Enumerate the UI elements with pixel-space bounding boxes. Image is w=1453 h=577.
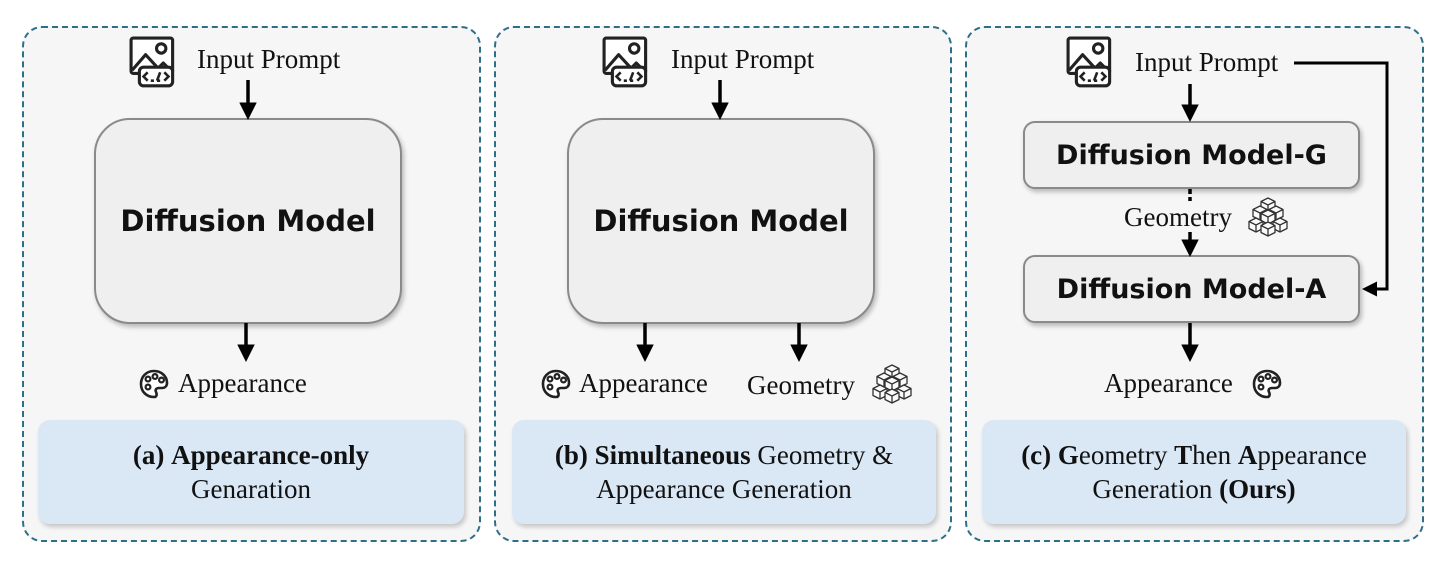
diffusion-model-g-box: Diffusion Model-G xyxy=(1023,121,1360,189)
arrow-prompt-to-model-a-bypass xyxy=(1294,61,1389,297)
appearance-label: Appearance xyxy=(178,368,307,398)
caption-c-t: T xyxy=(1174,440,1193,470)
caption-c-prefix: (c) xyxy=(1021,440,1052,470)
caption-c: (c) Geometry Then Appearance Generation … xyxy=(982,420,1406,524)
caption-c-generation: Generation xyxy=(1092,474,1213,504)
caption-a-prefix: (a) xyxy=(132,440,165,470)
diffusion-model-a-box: Diffusion Model-A xyxy=(1023,255,1360,323)
caption-a: (a) Appearance-only Genaration xyxy=(38,420,464,524)
input-prompt-label: Input Prompt xyxy=(671,44,815,74)
caption-a-line2: Genaration xyxy=(191,474,311,504)
input-prompt-label: Input Prompt xyxy=(197,44,341,74)
geometry-label: Geometry xyxy=(747,370,855,400)
diffusion-model-box: Diffusion Model xyxy=(94,118,402,324)
caption-b-line2: Appearance Generation xyxy=(596,474,852,504)
caption-a-line1: (a) Appearance-only xyxy=(133,438,369,472)
caption-c-a: A xyxy=(1237,440,1258,470)
caption-b-rest: Geometry & xyxy=(757,440,894,470)
caption-b-bold: Simultaneous xyxy=(594,440,751,470)
diffusion-model-box: Diffusion Model xyxy=(567,118,875,324)
appearance-label: Appearance xyxy=(1104,368,1233,398)
caption-b-prefix: (b) xyxy=(554,440,588,470)
caption-c-hen: hen xyxy=(1192,440,1232,470)
caption-c-g: G xyxy=(1057,440,1079,470)
caption-c-ppearance: ppearance xyxy=(1257,440,1367,470)
diffusion-model-a-label: Diffusion Model-A xyxy=(1056,273,1327,305)
caption-c-line2: Generation (Ours) xyxy=(1092,472,1295,506)
diffusion-model-g-label: Diffusion Model-G xyxy=(1056,139,1327,171)
caption-a-bold: Appearance-only xyxy=(171,440,370,470)
geometry-label: Geometry xyxy=(1124,202,1232,232)
caption-b-line1: (b) Simultaneous Geometry & xyxy=(555,438,893,472)
caption-c-eometry: eometry xyxy=(1078,440,1168,470)
caption-c-ours: (Ours) xyxy=(1219,474,1296,504)
caption-c-line1: (c) Geometry Then Appearance xyxy=(1021,438,1367,472)
input-prompt-label: Input Prompt xyxy=(1135,47,1279,77)
diffusion-model-label: Diffusion Model xyxy=(120,204,376,238)
appearance-label: Appearance xyxy=(579,368,708,398)
diffusion-model-label: Diffusion Model xyxy=(593,204,849,238)
caption-b: (b) Simultaneous Geometry & Appearance G… xyxy=(512,420,936,524)
